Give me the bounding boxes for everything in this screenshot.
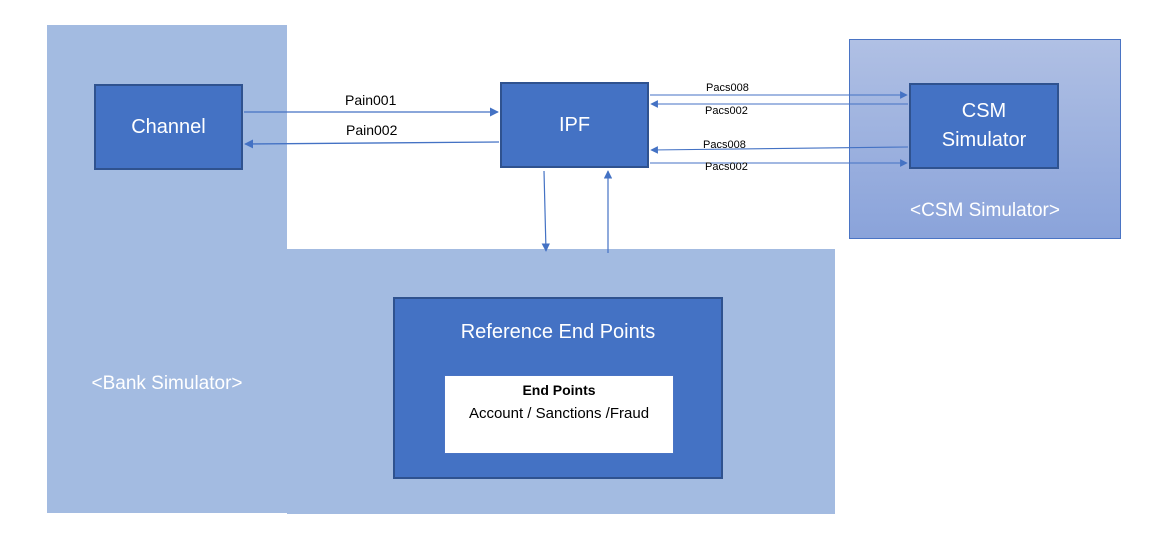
channel-label: Channel (131, 115, 206, 138)
pacs002-out-label: Pacs002 (705, 161, 748, 173)
csm-label-line2: Simulator (941, 129, 1027, 151)
arrow-pain002 (244, 139, 500, 149)
csm-simulator-label: <CSM Simulator> (910, 200, 1060, 221)
ipf-box: IPF (500, 82, 649, 168)
pain001-label: Pain001 (345, 92, 397, 108)
bank-simulator-label: <Bank Simulator> (91, 373, 243, 394)
end-points-title: End Points (522, 382, 596, 398)
arrow-ipf-to-reference (541, 170, 551, 252)
channel-box: Channel (94, 84, 243, 170)
end-points-box: End Points Account / Sanctions /Fraud (444, 375, 674, 454)
arrow-pacs008-in (650, 146, 909, 154)
pacs002-in-label: Pacs002 (705, 105, 748, 117)
pain002-label: Pain002 (346, 122, 398, 138)
csm-label-line1: CSM (961, 100, 1007, 122)
csm-simulator-box: CSM Simulator (909, 83, 1059, 169)
csm-simulator-region (849, 39, 1121, 239)
end-points-body: Account / Sanctions /Fraud (468, 405, 650, 422)
pacs008-in-label: Pacs008 (703, 139, 746, 151)
pacs008-out-label: Pacs008 (706, 82, 749, 94)
reference-end-points-label: Reference End Points (460, 321, 656, 343)
ipf-label: IPF (558, 113, 591, 136)
